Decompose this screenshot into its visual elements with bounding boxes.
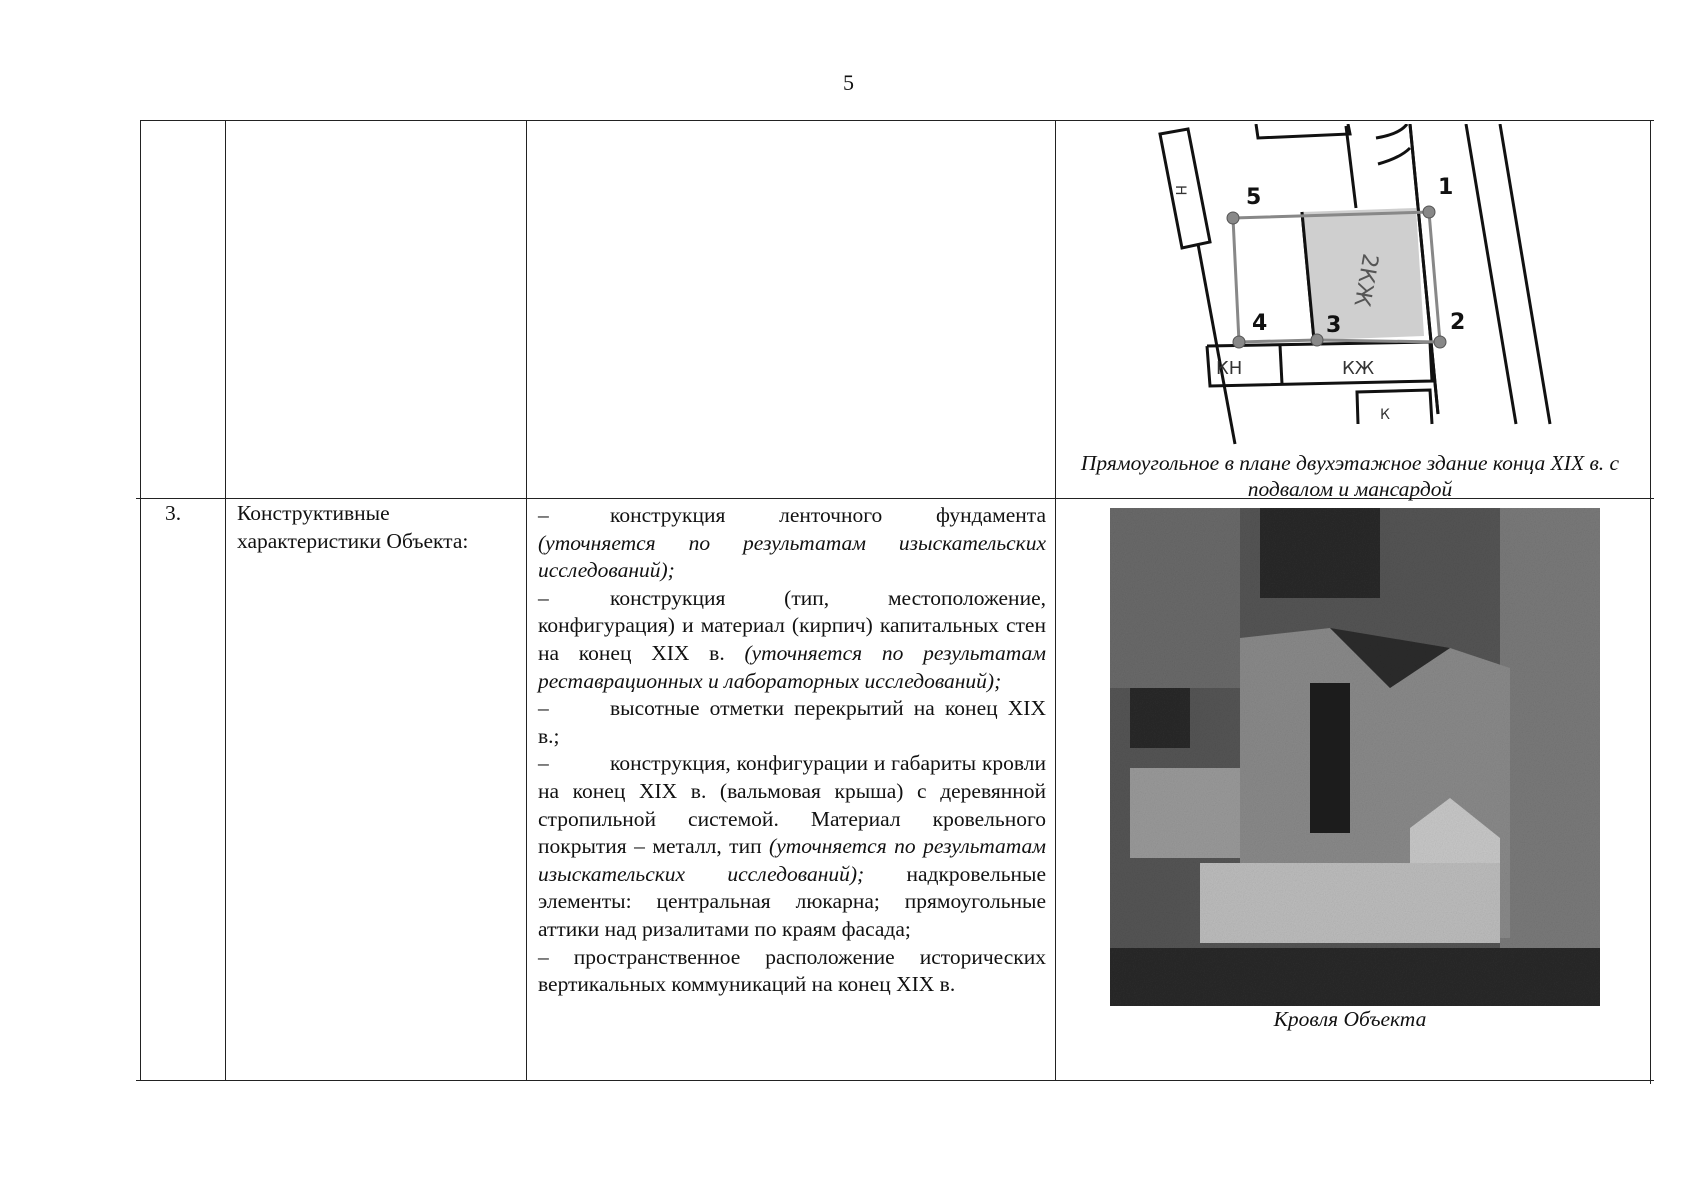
table-bottom-border — [136, 1080, 1654, 1081]
point-1-label: 1 — [1438, 175, 1453, 200]
point-4-label: 4 — [1252, 311, 1267, 336]
kzh-label: КЖ — [1342, 358, 1375, 379]
point-3-label: 3 — [1326, 313, 1341, 338]
desc-item-1: –конструкция ленточного фундамента (уточ… — [538, 503, 1046, 583]
desc-item-4: –конструкция, конфигурации и габариты кр… — [538, 751, 1046, 941]
desc-item-3: –высотные отметки перекрытий на конец XI… — [538, 696, 1046, 748]
col-border-2 — [526, 120, 527, 1080]
row-description: –конструкция ленточного фундамента (уточ… — [538, 502, 1046, 999]
n-label: Н — [1172, 185, 1188, 196]
desc-item-5: – пространственное расположение историче… — [538, 944, 1046, 997]
table-top-border — [140, 120, 1654, 121]
row-label: Конструктивные характеристики Объекта: — [237, 501, 469, 553]
row-number: 3. — [165, 501, 182, 525]
kn-label: КН — [1216, 358, 1242, 379]
k-label: К — [1380, 407, 1390, 423]
plan-caption: Прямоугольное в плане двухэтажное здание… — [1080, 451, 1620, 501]
page-number: 5 — [843, 70, 854, 95]
col-border-4 — [1650, 120, 1651, 1084]
col-border-1 — [225, 120, 226, 1080]
photo-caption: Кровля Объекта — [1273, 1007, 1427, 1031]
site-plan-diagram: 5 1 2 3 4 КН КЖ 2КЖ К Н — [1158, 124, 1552, 445]
col-border-3 — [1055, 120, 1056, 1080]
roof-aerial-photo — [1110, 508, 1600, 1006]
col-border-0 — [140, 120, 141, 1080]
desc-item-2: –конструкция (тип, местоположение, конфи… — [538, 585, 1047, 693]
row-divider — [136, 498, 1654, 499]
point-2-label: 2 — [1450, 310, 1465, 335]
point-5-label: 5 — [1246, 185, 1261, 210]
